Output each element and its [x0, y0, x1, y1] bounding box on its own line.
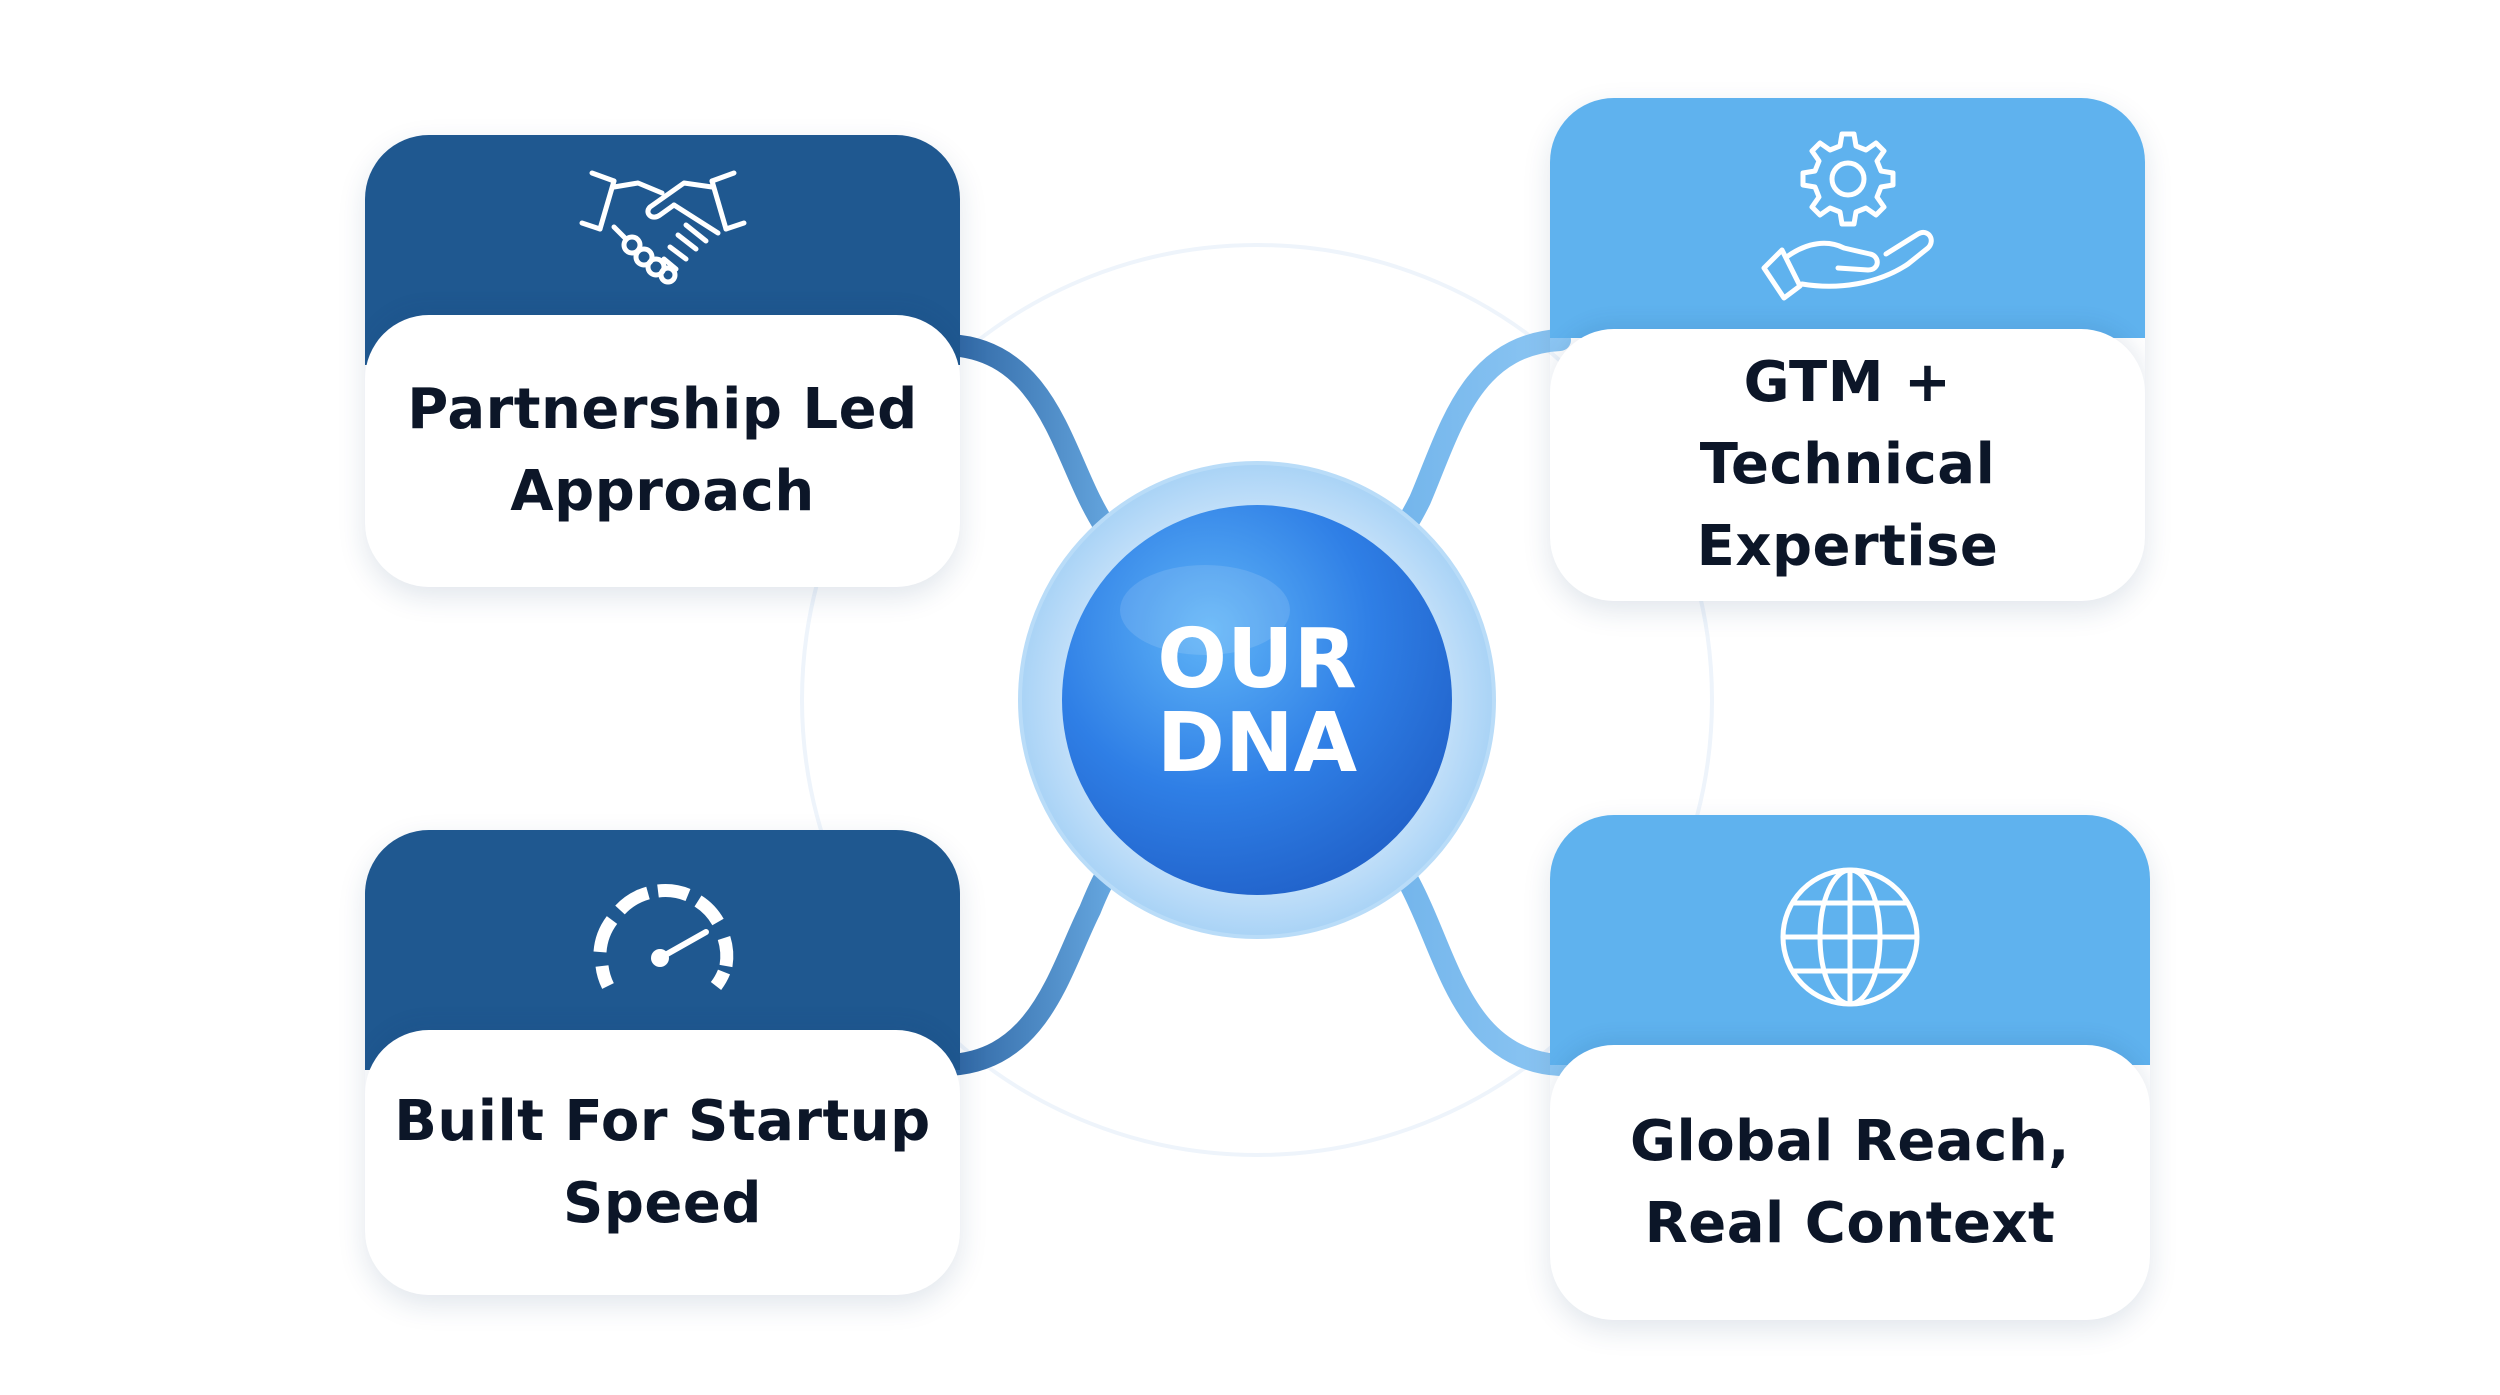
card-gtm-line3: Expertise — [1696, 514, 1999, 579]
gear-hand-icon — [1758, 128, 1938, 303]
hub-label-line1: OUR — [1157, 612, 1357, 707]
background-ring — [800, 243, 1714, 1157]
card-gtm-line1: GTM + — [1743, 350, 1952, 415]
card-global-line1: Global Reach, — [1630, 1108, 2070, 1174]
speedometer-icon — [588, 876, 738, 996]
card-global: Global Reach, Real Context — [1550, 815, 2150, 1320]
card-speed-label: Built For Startup Speed — [394, 1081, 931, 1245]
card-speed-line2: Speed — [563, 1170, 762, 1236]
handshake-icon — [578, 163, 748, 293]
card-global-line2: Real Context — [1644, 1190, 2056, 1256]
card-speed-line1: Built For Startup — [394, 1088, 931, 1154]
card-global-label: Global Reach, Real Context — [1630, 1101, 2070, 1265]
card-gtm-header — [1550, 98, 2145, 338]
hub-highlight — [1120, 565, 1290, 655]
globe-icon — [1778, 865, 1922, 1009]
card-partnership-line2: Approach — [510, 459, 815, 524]
hub-label: OUR DNA — [1157, 602, 1357, 802]
card-gtm-body: GTM + Technical Expertise — [1550, 329, 2145, 601]
card-gtm-label: GTM + Technical Expertise — [1697, 342, 1999, 588]
card-partnership: Partnership Led Approach — [365, 135, 960, 587]
card-gtm-line2: Technical — [1699, 432, 1996, 497]
card-global-body: Global Reach, Real Context — [1550, 1045, 2150, 1320]
card-speed: Built For Startup Speed — [365, 830, 960, 1295]
card-global-header — [1550, 815, 2150, 1065]
hub-label-line2: DNA — [1156, 696, 1358, 791]
card-partnership-label: Partnership Led Approach — [407, 369, 917, 533]
card-partnership-body: Partnership Led Approach — [365, 315, 960, 587]
card-gtm: GTM + Technical Expertise — [1550, 98, 2145, 601]
card-speed-body: Built For Startup Speed — [365, 1030, 960, 1295]
hub-sphere — [1062, 505, 1452, 895]
card-partnership-line1: Partnership Led — [407, 377, 918, 442]
